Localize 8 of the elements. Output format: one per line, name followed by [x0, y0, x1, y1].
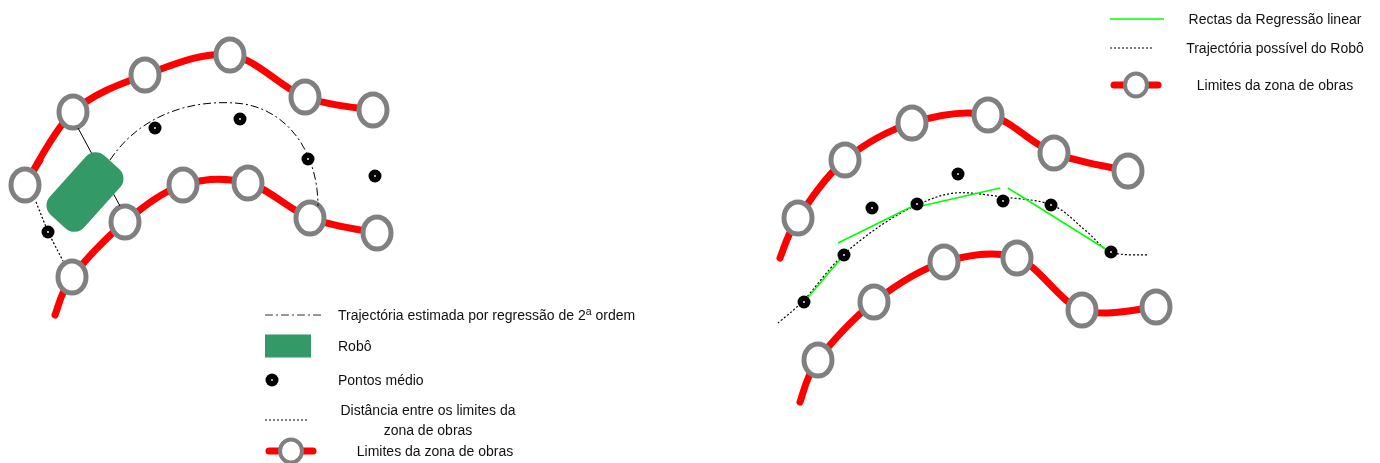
legend-label: Trajectória estimada por regressão de 2$^{a}$ ordem — [338, 305, 637, 325]
legend-label: Robô — [338, 337, 373, 356]
legend-label: Limites da zona de obras — [355, 442, 515, 461]
legend-label: Pontos médio — [338, 371, 425, 390]
legend-label: Trajectória possível do Robô — [1185, 39, 1365, 58]
legend-label: Rectas da Regressão linear — [1187, 10, 1363, 29]
legend-label: Distância entre os limites da zona de obras — [339, 401, 517, 440]
legend-label: Limites da zona de obras — [1195, 76, 1355, 95]
